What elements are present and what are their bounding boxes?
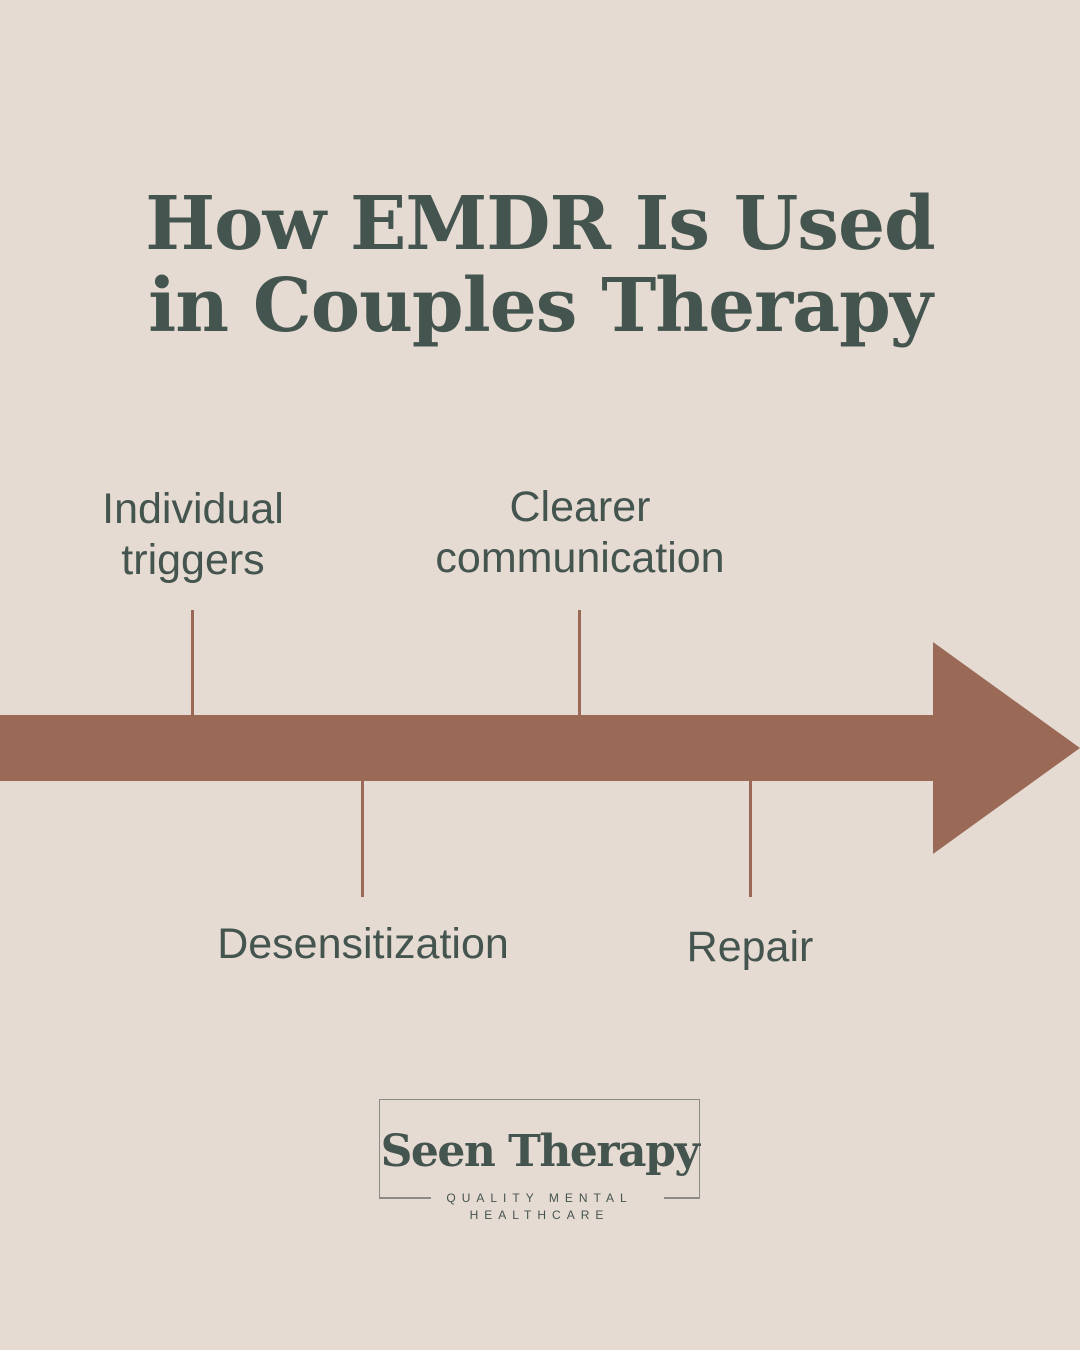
logo-tagline-line-1: QUALITY MENTAL: [446, 1191, 633, 1205]
step-connector-desensitization: [361, 781, 364, 897]
step-label-desensitization: Desensitization: [188, 919, 538, 970]
step-label-line: Desensitization: [217, 920, 509, 968]
step-label-line: Clearer: [509, 483, 651, 531]
page-title-line-2: in Couples Therapy: [148, 263, 933, 349]
logo-frame-rule-right: [664, 1197, 700, 1199]
step-label-line: communication: [435, 534, 725, 582]
step-connector-repair: [749, 781, 752, 897]
page-title-line-1: How EMDR Is Used: [145, 181, 936, 267]
logo-tagline-line-2: HEALTHCARE: [469, 1208, 610, 1222]
step-connector-clearer-communication: [578, 610, 581, 715]
step-label-clearer-communication: Clearer communication: [390, 482, 770, 584]
step-label-individual-triggers: Individual triggers: [43, 484, 343, 586]
step-label-line: Individual: [102, 485, 284, 533]
logo-frame-rule-left: [379, 1197, 431, 1199]
step-label-line: Repair: [686, 923, 814, 971]
logo-frame: [379, 1099, 700, 1198]
logo-wordmark: Seen Therapy: [380, 1126, 700, 1177]
timeline-arrow-shape: [0, 642, 1080, 854]
step-connector-individual-triggers: [191, 610, 194, 715]
step-label-line: triggers: [121, 536, 265, 584]
step-label-repair: Repair: [650, 922, 850, 973]
